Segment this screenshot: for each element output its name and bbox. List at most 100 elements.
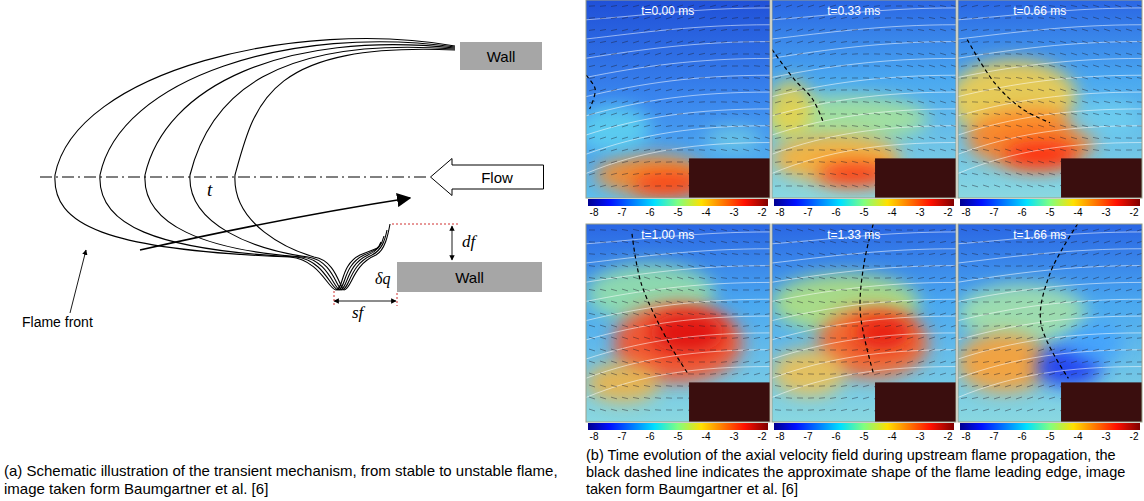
dimension-label: df bbox=[462, 232, 475, 252]
velocity-vector bbox=[699, 349, 705, 350]
flame-edge-line bbox=[772, 50, 824, 123]
velocity-vector bbox=[1071, 77, 1077, 79]
velocity-vector bbox=[611, 325, 617, 327]
velocity-vector bbox=[819, 349, 825, 350]
velocity-vector bbox=[765, 265, 770, 266]
velocity-panel bbox=[763, 0, 957, 206]
velocity-vector bbox=[743, 29, 749, 30]
velocity-vector bbox=[743, 253, 749, 255]
velocity-vector bbox=[1093, 137, 1099, 138]
velocity-vector bbox=[808, 149, 814, 150]
velocity-vector bbox=[600, 361, 606, 363]
velocity-vector bbox=[808, 349, 814, 351]
velocity-vector bbox=[1115, 41, 1121, 43]
velocity-vector bbox=[1038, 277, 1044, 278]
velocity-vector bbox=[940, 313, 946, 315]
velocity-vector bbox=[611, 361, 617, 363]
velocity-vector bbox=[797, 29, 803, 31]
velocity-vector bbox=[1071, 101, 1077, 103]
velocity-vector bbox=[1038, 313, 1044, 315]
velocity-vector bbox=[1005, 337, 1011, 338]
velocity-vector bbox=[918, 277, 924, 278]
velocity-vector bbox=[699, 17, 705, 19]
velocity-vector bbox=[951, 253, 956, 255]
velocity-vector bbox=[1027, 265, 1033, 267]
velocity-vector bbox=[863, 325, 869, 327]
velocity-vector bbox=[655, 277, 661, 279]
velocity-vector bbox=[677, 41, 683, 43]
velocity-vector bbox=[1005, 125, 1011, 127]
velocity-vector bbox=[1093, 65, 1099, 67]
colorbar-tick: -6 bbox=[832, 207, 841, 218]
velocity-vector bbox=[1104, 313, 1110, 315]
velocity-vector bbox=[863, 301, 869, 302]
velocity-vector bbox=[830, 149, 836, 151]
velocity-vector bbox=[732, 101, 738, 103]
velocity-vector bbox=[918, 125, 924, 127]
velocity-vector bbox=[1082, 41, 1088, 43]
velocity-vector bbox=[1115, 241, 1121, 243]
velocity-region bbox=[958, 283, 1087, 342]
velocity-panels bbox=[577, 0, 1143, 430]
velocity-vector bbox=[819, 301, 825, 302]
velocity-vector bbox=[841, 89, 847, 90]
velocity-vector bbox=[775, 41, 781, 43]
velocity-vector bbox=[797, 17, 803, 19]
velocity-vector bbox=[786, 241, 792, 243]
velocity-vector bbox=[732, 17, 738, 18]
velocity-vector bbox=[983, 241, 989, 242]
velocity-vector bbox=[896, 349, 902, 351]
velocity-vector bbox=[918, 289, 924, 290]
velocity-vector bbox=[611, 337, 617, 339]
velocity-vector bbox=[852, 397, 858, 398]
velocity-vector bbox=[786, 149, 792, 151]
velocity-vector bbox=[611, 229, 617, 231]
velocity-vector bbox=[1115, 277, 1121, 279]
velocity-vector bbox=[1093, 289, 1099, 291]
velocity-vector bbox=[732, 29, 738, 31]
velocity-vector bbox=[1137, 5, 1142, 7]
velocity-vector bbox=[666, 397, 672, 398]
velocity-vector bbox=[1126, 289, 1132, 291]
velocity-vector bbox=[896, 77, 902, 78]
velocity-vector bbox=[994, 125, 1000, 126]
velocity-vector bbox=[830, 337, 836, 338]
colorbar-tick: -6 bbox=[832, 431, 841, 442]
velocity-vector bbox=[677, 161, 683, 162]
velocity-vector bbox=[1038, 385, 1044, 387]
velocity-vector bbox=[775, 5, 781, 7]
velocity-vector bbox=[775, 77, 781, 79]
velocity-vector bbox=[951, 277, 956, 279]
velocity-vector bbox=[633, 113, 639, 115]
velocity-vector bbox=[929, 229, 935, 231]
velocity-vector bbox=[754, 29, 760, 30]
velocity-vector bbox=[775, 113, 781, 115]
velocity-vector bbox=[666, 29, 672, 31]
time-stamp: t=0.66 ms bbox=[1013, 4, 1066, 18]
velocity-vector bbox=[929, 29, 935, 30]
velocity-vector bbox=[797, 53, 803, 55]
colorbar-tick: -7 bbox=[618, 207, 627, 218]
velocity-vector bbox=[819, 125, 825, 126]
velocity-vector bbox=[775, 385, 781, 386]
velocity-vector bbox=[589, 161, 595, 163]
velocity-vector bbox=[622, 89, 628, 91]
velocity-vector bbox=[972, 325, 978, 326]
velocity-vector bbox=[688, 137, 694, 138]
velocity-vector bbox=[1049, 337, 1055, 339]
velocity-vector bbox=[633, 277, 639, 279]
velocity-vector bbox=[907, 241, 913, 242]
velocity-vector bbox=[589, 149, 595, 151]
velocity-vector bbox=[754, 101, 760, 102]
velocity-vector bbox=[1082, 125, 1088, 127]
velocity-vector bbox=[600, 373, 606, 375]
velocity-vector bbox=[589, 265, 595, 267]
velocity-vector bbox=[677, 185, 683, 187]
velocity-vector bbox=[699, 253, 705, 255]
velocity-vector bbox=[929, 53, 935, 55]
velocity-vector bbox=[994, 301, 1000, 302]
velocity-vector bbox=[666, 137, 672, 139]
velocity-vector bbox=[1016, 161, 1022, 163]
velocity-vector bbox=[929, 65, 935, 67]
velocity-vector bbox=[1005, 17, 1011, 18]
